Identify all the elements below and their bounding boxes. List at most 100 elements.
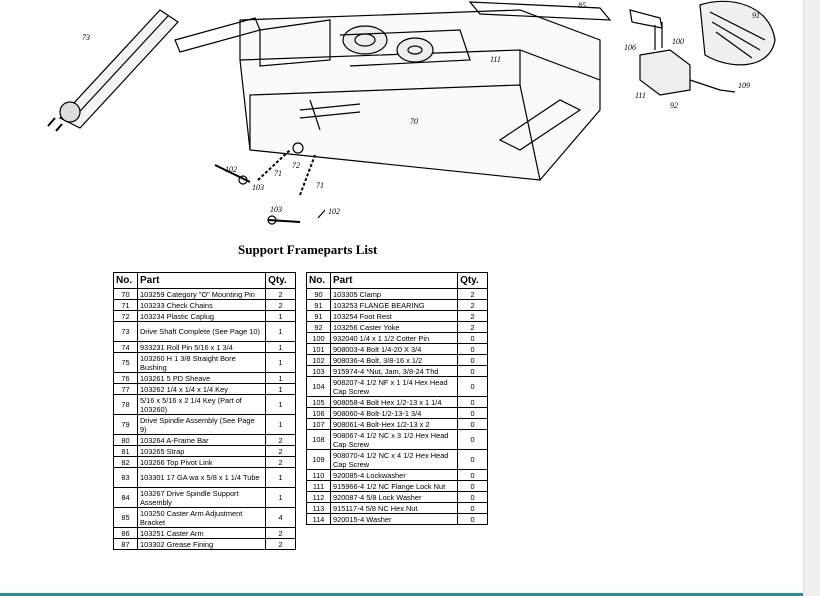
- cell-part: Drive Shaft Complete (See Page 10): [136, 321, 267, 342]
- cell-part: 908003-4 Bolt 1/4-20 X 3/4: [329, 343, 459, 355]
- cell-no: 107: [306, 418, 331, 430]
- cell-no: 75: [113, 352, 138, 373]
- cell-qty: 1: [265, 394, 296, 415]
- cell-qty: 0: [457, 513, 488, 525]
- callout-label: 100: [672, 37, 684, 46]
- cell-part: 915117-4 5/8 NC Hex Nut: [329, 502, 459, 514]
- callout-label: 72: [292, 161, 300, 170]
- vertical-scrollbar[interactable]: [803, 0, 820, 596]
- cell-part: 920087-4 5/8 Lock Washer: [329, 491, 459, 503]
- column-header-no: No.: [306, 272, 331, 289]
- cell-no: 80: [113, 434, 138, 446]
- cell-qty: 2: [265, 445, 296, 457]
- cell-no: 92: [306, 321, 331, 333]
- callout-label: 71: [316, 181, 324, 190]
- callout-label: 102: [328, 207, 340, 216]
- cell-qty: 0: [457, 407, 488, 419]
- cell-no: 86: [113, 527, 138, 539]
- cell-no: 73: [113, 321, 138, 342]
- cell-no: 108: [306, 429, 331, 450]
- cell-qty: 0: [457, 469, 488, 481]
- cell-part: 103234 Plastic Caplug: [136, 310, 267, 322]
- page-bottom-border: [0, 593, 804, 596]
- cell-qty: 0: [457, 354, 488, 366]
- deck-frame: [174, 9, 601, 181]
- cell-part: 920015-4 Washer: [329, 513, 459, 525]
- column-header-part: Part: [136, 272, 267, 289]
- cell-part: 915974-4 *Nut, Jam, 3/8-24 Thd: [329, 365, 459, 377]
- cell-qty: 2: [457, 321, 488, 333]
- check-chain-hardware: [214, 142, 326, 225]
- cell-qty: 1: [265, 310, 296, 322]
- cell-no: 74: [113, 341, 138, 353]
- cell-qty: 0: [457, 449, 488, 470]
- cell-part: 920085-4 Lockwasher: [329, 469, 459, 481]
- cell-part: 103251 Caster Arm: [136, 527, 267, 539]
- cell-part: 908061-4 Bolt-Hex 1/2-13 x 2: [329, 418, 459, 430]
- cell-qty: 0: [457, 480, 488, 492]
- column-header-qty: Qty.: [457, 272, 488, 289]
- cell-qty: 1: [265, 467, 296, 488]
- cell-part: 915966-4 1/2 NC Flange Lock Nut: [329, 480, 459, 492]
- cell-no: 100: [306, 332, 331, 344]
- cell-qty: 4: [265, 507, 296, 528]
- callout-label: 106: [624, 43, 636, 52]
- callout-label: 102: [225, 165, 237, 174]
- top-bar: [468, 1, 612, 21]
- cell-part: 103253 FLANGE BEARING: [329, 299, 459, 311]
- callout-label: 73: [82, 33, 90, 42]
- table-row: 84 103267 Drive Spindle Support Assembly…: [113, 487, 296, 508]
- cell-qty: 1: [265, 383, 296, 395]
- cell-qty: 0: [457, 332, 488, 344]
- callout-label: 103: [252, 183, 264, 192]
- cell-qty: 2: [265, 527, 296, 539]
- cell-part: 103233 Check Chains: [136, 299, 267, 311]
- cell-no: 105: [306, 396, 331, 408]
- cell-part: 103265 Strap: [136, 445, 267, 457]
- cell-no: 113: [306, 502, 331, 514]
- callout-label: 91: [752, 11, 760, 20]
- column-header-qty: Qty.: [265, 272, 296, 289]
- cell-qty: 0: [457, 491, 488, 503]
- cell-no: 78: [113, 394, 138, 415]
- cell-qty: 2: [457, 288, 488, 300]
- cell-qty: 0: [457, 343, 488, 355]
- cell-no: 82: [113, 456, 138, 468]
- table-row: 78 5/16 x 5/16 x 2 1/4 Key (Part of 1032…: [113, 394, 296, 415]
- cell-qty: 2: [457, 299, 488, 311]
- cell-qty: 1: [265, 341, 296, 353]
- cell-part: 908067-4 1/2 NC x 3 1/2 Hex Head Cap Scr…: [329, 429, 459, 450]
- cell-qty: 2: [265, 456, 296, 468]
- column-header-no: No.: [113, 272, 138, 289]
- cell-qty: 2: [265, 434, 296, 446]
- cell-part: 908207-4 1/2 NF x 1 1/4 Hex Head Cap Scr…: [329, 376, 459, 397]
- cell-part: 908036-4 Bolt, 3/8-16 x 1/2: [329, 354, 459, 366]
- cell-no: 79: [113, 414, 138, 435]
- callout-label: 85: [578, 1, 586, 10]
- cell-no: 85: [113, 507, 138, 528]
- table-row: 73 Drive Shaft Complete (See Page 10)1: [113, 321, 296, 342]
- cell-qty: 0: [457, 418, 488, 430]
- cell-qty: 0: [457, 376, 488, 397]
- cell-no: 87: [113, 538, 138, 550]
- sheave-assembly: [339, 25, 471, 67]
